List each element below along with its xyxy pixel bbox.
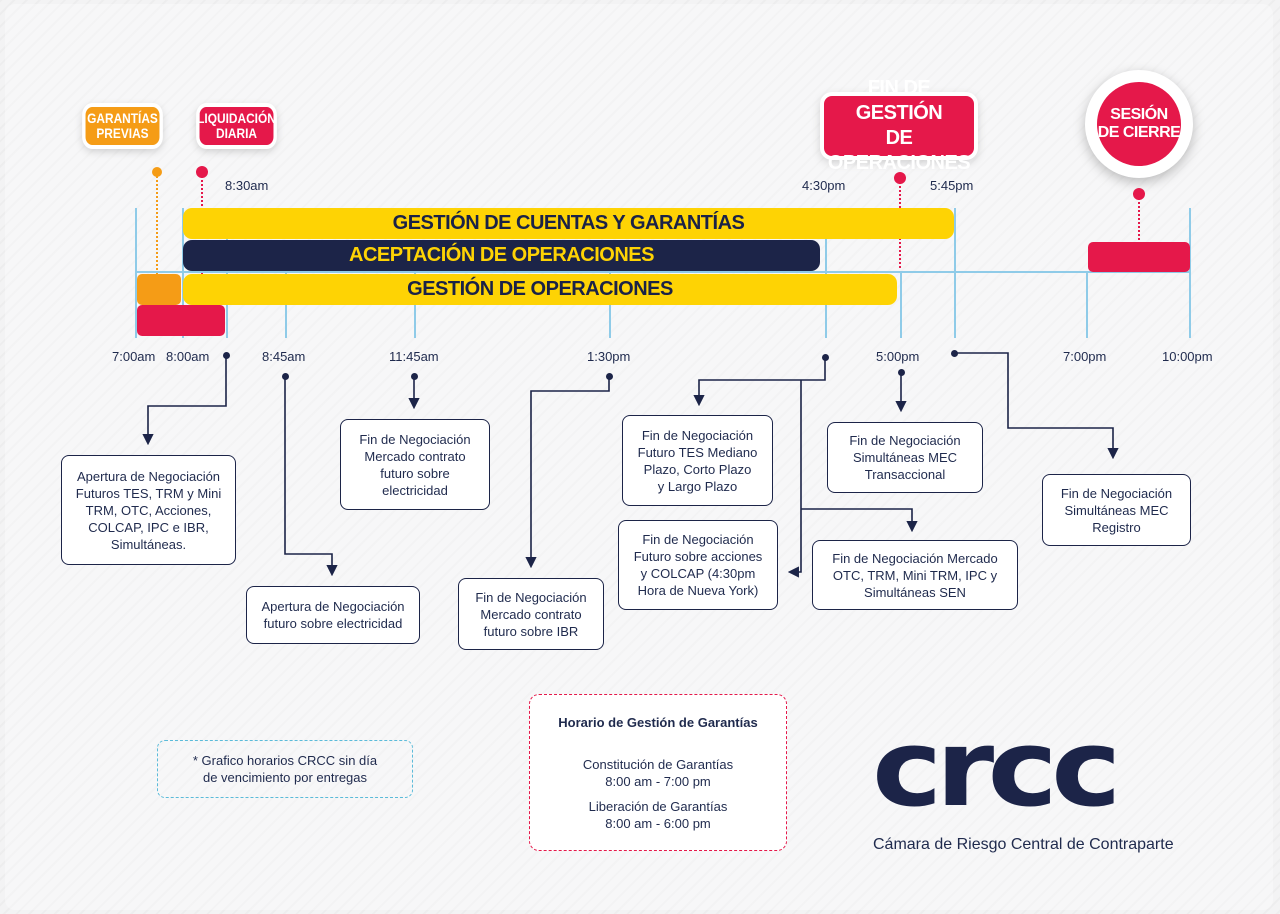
grid-line-0800 bbox=[182, 208, 184, 338]
note-apertura-futuros: Apertura de Negociación Futuros TES, TRM… bbox=[61, 455, 236, 565]
time-label-1900: 7:00pm bbox=[1063, 349, 1107, 364]
liberacion-label: Liberación de Garantías bbox=[588, 799, 728, 814]
note-fin-otc: Fin de Negociación Mercado OTC, TRM, Min… bbox=[812, 540, 1018, 610]
disclaimer-note: * Grafico horarios CRCC sin día de venci… bbox=[157, 740, 413, 798]
time-label-0800: 8:00am bbox=[166, 349, 210, 364]
tag-liquidacion-diaria: LIQUIDACIÓN DIARIA bbox=[197, 107, 276, 145]
liberacion-hours: 8:00 am - 6:00 pm bbox=[605, 816, 711, 831]
tag-sesion-de-cierre-label: SESIÓN DE CIERRE bbox=[1097, 82, 1181, 166]
garantias-previas-marker bbox=[152, 167, 162, 177]
block-sesion-cierre bbox=[1088, 242, 1190, 272]
grid-line-2200 bbox=[1189, 208, 1191, 338]
event-dot-1630 bbox=[822, 354, 829, 361]
garantias-schedule-box: Horario de Gestión de Garantías Constitu… bbox=[529, 694, 787, 851]
grid-line-0700 bbox=[135, 208, 137, 338]
block-liquidacion-diaria bbox=[137, 305, 225, 336]
event-dot-1145 bbox=[411, 373, 418, 380]
event-dot-1745 bbox=[951, 350, 958, 357]
time-label-0830: 8:30am bbox=[225, 178, 269, 193]
note-fin-ibr: Fin de Negociación Mercado contrato futu… bbox=[458, 578, 604, 650]
note-apertura-electricidad: Apertura de Negociación futuro sobre ele… bbox=[246, 586, 420, 644]
bar-gestion-operaciones: GESTIÓN DE OPERACIONES bbox=[183, 274, 897, 305]
note-fin-mec-transaccional: Fin de Negociación Simultáneas MEC Trans… bbox=[827, 422, 983, 493]
event-dot-1700 bbox=[898, 369, 905, 376]
event-dot-0845 bbox=[282, 373, 289, 380]
grid-line-1700 bbox=[900, 272, 902, 338]
grid-line-0845 bbox=[285, 272, 287, 338]
time-label-1630: 4:30pm bbox=[802, 178, 846, 193]
time-label-1145: 11:45am bbox=[389, 349, 439, 364]
time-label-0700: 7:00am bbox=[112, 349, 156, 364]
liquidacion-diaria-marker bbox=[196, 166, 208, 178]
bar-aceptacion-operaciones: ACEPTACIÓN DE OPERACIONES bbox=[183, 240, 820, 271]
time-label-1330: 1:30pm bbox=[587, 349, 631, 364]
grid-line-1745 bbox=[954, 208, 956, 338]
crcc-logo: crcc bbox=[872, 707, 1122, 830]
crcc-logo-subtitle: Cámara de Riesgo Central de Contraparte bbox=[873, 836, 1174, 853]
note-fin-tes: Fin de Negociación Futuro TES Mediano Pl… bbox=[622, 415, 773, 506]
bar-gestion-cuentas-garantias: GESTIÓN DE CUENTAS Y GARANTÍAS bbox=[183, 208, 954, 239]
grid-line-1900 bbox=[1086, 272, 1088, 338]
grid-line-1330 bbox=[609, 272, 611, 338]
time-label-0845: 8:45am bbox=[262, 349, 306, 364]
grid-line-1630 bbox=[825, 208, 827, 338]
grid-line-1145 bbox=[414, 272, 416, 338]
sesion-cierre-marker bbox=[1133, 188, 1145, 200]
note-fin-electricidad: Fin de Negociación Mercado contrato futu… bbox=[340, 419, 490, 510]
tag-garantias-previas: GARANTÍAS PREVIAS bbox=[85, 107, 160, 145]
event-dot-1330 bbox=[606, 373, 613, 380]
block-garantias-previas bbox=[137, 274, 181, 305]
time-label-1745: 5:45pm bbox=[930, 178, 974, 193]
grid-line-0830 bbox=[226, 208, 228, 338]
tag-sesion-de-cierre: SESIÓN DE CIERRE bbox=[1085, 70, 1193, 178]
note-fin-acciones: Fin de Negociación Futuro sobre acciones… bbox=[618, 520, 778, 610]
garantias-title: Horario de Gestión de Garantías bbox=[558, 715, 758, 730]
note-fin-mec-registro: Fin de Negociación Simultáneas MEC Regis… bbox=[1042, 474, 1191, 546]
timeline-axis bbox=[135, 271, 1191, 273]
fin-gestion-marker bbox=[894, 172, 906, 184]
constitucion-hours: 8:00 am - 7:00 pm bbox=[605, 774, 711, 789]
time-label-1700: 5:00pm bbox=[876, 349, 920, 364]
event-dot-0830 bbox=[223, 352, 230, 359]
constitucion-label: Constitución de Garantías bbox=[582, 757, 734, 772]
time-label-2200: 10:00pm bbox=[1162, 349, 1213, 364]
